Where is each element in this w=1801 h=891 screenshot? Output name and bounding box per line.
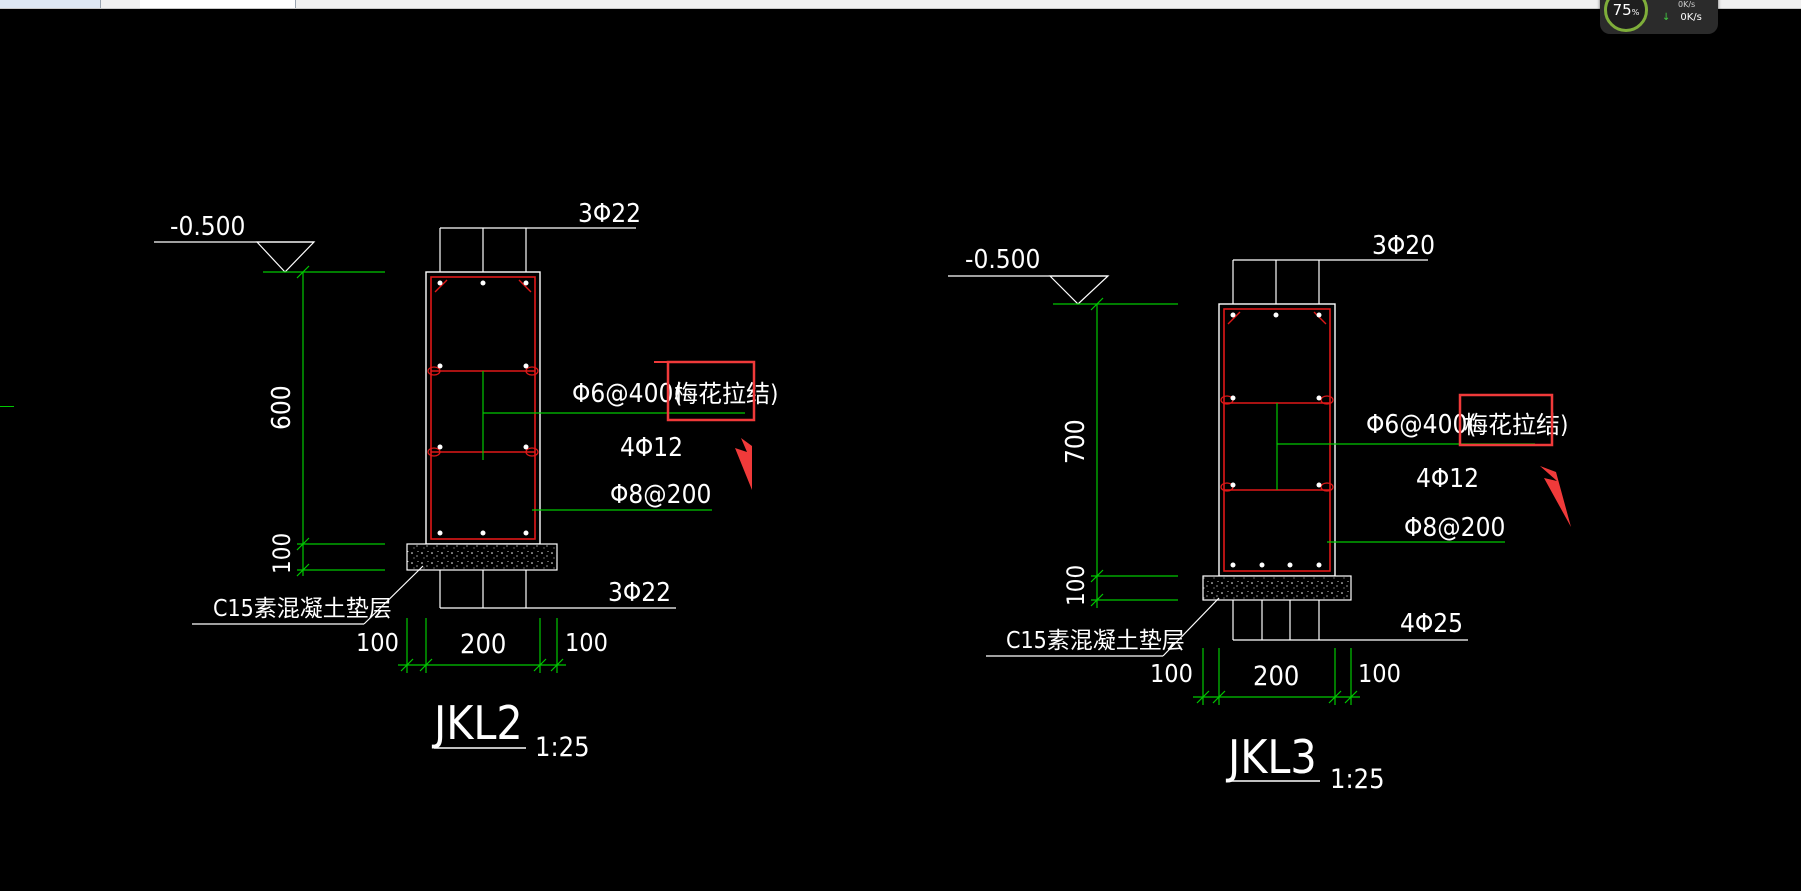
stirrup-hooks: [434, 279, 532, 293]
column-stub-top: 3Φ20: [1232, 231, 1435, 304]
elevation-marker: -0.500: [948, 245, 1110, 305]
top-bars-label: 3Φ20: [1372, 231, 1435, 261]
column-stub-bottom: [1232, 600, 1468, 641]
toolbar-tab[interactable]: [140, 0, 296, 8]
dim-cushion-label: 100: [1062, 565, 1090, 606]
highlight-arrow-icon: [1540, 466, 1571, 527]
bottom-bars-label: 4Φ25: [1400, 609, 1463, 639]
stirrup: [1223, 308, 1331, 572]
section-scale: 1:25: [535, 732, 590, 763]
dim-right-label: 100: [1358, 659, 1401, 688]
elevation-label: -0.500: [170, 212, 245, 242]
elevation-marker: -0.500: [154, 212, 316, 273]
vertical-dimension: [1053, 297, 1178, 608]
dim-height-label: 600: [267, 385, 297, 430]
stirrup: [430, 276, 536, 540]
concrete-cushion: [406, 543, 558, 571]
network-speed-widget[interactable]: 75% 0K/s ↓ 0K/s: [1600, 0, 1718, 34]
dim-cushion-label: 100: [268, 533, 296, 574]
download-arrow-icon: ↓: [1662, 12, 1671, 23]
stirrup-hooks: [1227, 311, 1327, 325]
dim-height-label: 700: [1061, 419, 1091, 464]
section-title: JKL3: [1225, 730, 1317, 784]
top-bars-label: 3Φ22: [578, 199, 641, 229]
memory-gauge: 75%: [1604, 0, 1648, 32]
stirrup-spec-label: Φ8@200: [610, 480, 711, 510]
section-title: JKL2: [431, 696, 523, 750]
horizontal-dimension: [1193, 648, 1360, 705]
download-rate: 0K/s: [1680, 12, 1702, 23]
section-scale: 1:25: [1330, 764, 1385, 795]
section-jkl2: -0.500 3Φ22: [154, 199, 778, 763]
cushion-leader: [363, 565, 424, 625]
horizontal-dimension: [398, 618, 566, 673]
leader-lines: [482, 371, 745, 511]
cushion-label: C15素混凝土垫层: [1006, 628, 1185, 654]
dim-left-label: 100: [356, 628, 399, 657]
partial-dimension-line: [0, 406, 14, 407]
tie-highlight-label: 梅花拉结): [674, 380, 778, 408]
gauge-percent-unit: %: [1631, 8, 1640, 17]
side-bars-label: 4Φ12: [620, 433, 683, 463]
column-stub-bottom: [439, 570, 676, 609]
tie-spec-label: Φ6@400(: [1366, 410, 1476, 440]
tie-spec-label: Φ6@400(: [572, 379, 682, 409]
toolbar-tab[interactable]: [0, 0, 101, 8]
dim-left-label: 100: [1150, 659, 1193, 688]
side-bars-label: 4Φ12: [1416, 464, 1479, 494]
vertical-dimension: [263, 265, 385, 577]
stirrup-spec-label: Φ8@200: [1404, 513, 1505, 543]
tie-hooks: [427, 366, 539, 457]
dim-width-label: 200: [1253, 661, 1299, 692]
rebar-dots: [437, 280, 529, 536]
section-jkl3: -0.500 3Φ20 Φ6@400( 梅花: [948, 231, 1571, 795]
download-rate-row: ↓ 0K/s: [1662, 12, 1702, 23]
highlight-box: [1458, 393, 1554, 447]
gauge-percent: 75: [1612, 1, 1632, 19]
elevation-label: -0.500: [965, 245, 1040, 275]
dim-right-label: 100: [565, 628, 608, 657]
dim-width-label: 200: [460, 629, 506, 660]
window-top-bar: [0, 0, 1801, 9]
concrete-cushion: [1202, 575, 1352, 601]
rebar-dots: [1230, 312, 1322, 568]
highlight-arrow-icon: [735, 438, 752, 490]
upload-rate: 0K/s: [1678, 0, 1696, 9]
bottom-bars-label: 3Φ22: [608, 578, 671, 608]
column-stub-top: 3Φ22: [439, 199, 641, 272]
cushion-leader: [1162, 597, 1220, 657]
cushion-label: C15素混凝土垫层: [213, 596, 392, 622]
highlight-box: [666, 360, 756, 422]
